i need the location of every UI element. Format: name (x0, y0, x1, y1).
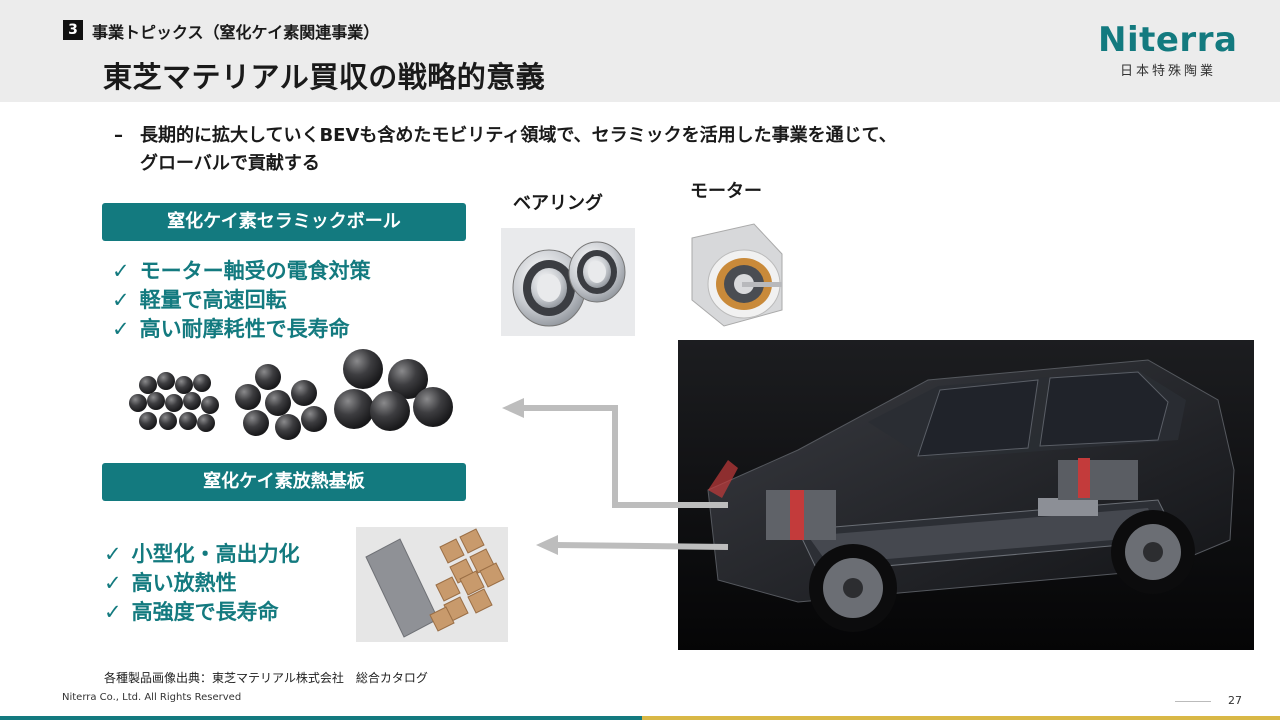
header-band: 3 事業トピックス（窒化ケイ素関連事業） 東芝マテリアル買収の戦略的意義 Nit… (0, 0, 1280, 102)
logo-word: Niterra (1098, 20, 1238, 60)
section-label: 事業トピックス（窒化ケイ素関連事業） (92, 23, 380, 42)
substrate-benefits: ✓小型化・高出力化 ✓高い放熱性 ✓高強度で長寿命 (104, 540, 300, 627)
dash-bullet: – (114, 125, 123, 146)
list-item: ✓高強度で長寿命 (104, 598, 300, 627)
footer-bar-gold (642, 716, 1280, 720)
substrate-image (356, 527, 508, 642)
check-icon: ✓ (104, 542, 122, 566)
page-number: 27 (1228, 694, 1242, 707)
list-item: ✓モーター軸受の電食対策 (112, 257, 371, 286)
footer-bar-teal (0, 716, 642, 720)
motor-image (684, 214, 790, 332)
intro-bullet: – 長期的に拡大していくBEVも含めたモビリティ領域で、セラミックを活用した事業… (114, 122, 1074, 178)
large-balls (334, 349, 453, 431)
logo-sub: 日本特殊陶業 (1120, 64, 1217, 79)
list-item: ✓小型化・高出力化 (104, 540, 300, 569)
small-balls (129, 372, 219, 432)
copper-tiles (429, 528, 505, 632)
check-icon: ✓ (112, 288, 130, 312)
arrow-head-substrate (536, 535, 558, 555)
check-icon: ✓ (112, 259, 130, 283)
arrow-head-balls (502, 398, 524, 418)
list-item: ✓高い耐摩耗性で長寿命 (112, 315, 371, 344)
bearing-image (501, 228, 635, 336)
motor-label: モーター (690, 181, 762, 202)
intro-line-2: グローバルで貢献する (140, 153, 320, 174)
image-source-note: 各種製品画像出典：東芝マテリアル株式会社 総合カタログ (104, 671, 428, 685)
ceramic-ball-heading: 窒化ケイ素セラミックボール (102, 203, 466, 241)
electric-vehicle-image (678, 340, 1254, 650)
list-item: ✓軽量で高速回転 (112, 286, 371, 315)
ceramic-ball-benefits: ✓モーター軸受の電食対策 ✓軽量で高速回転 ✓高い耐摩耗性で長寿命 (112, 257, 371, 344)
copyright: Niterra Co., Ltd. All Rights Reserved (62, 692, 242, 703)
substrate-heading: 窒化ケイ素放熱基板 (102, 463, 466, 501)
section-number: 3 (63, 20, 83, 40)
check-icon: ✓ (112, 317, 130, 341)
intro-line-1: 長期的に拡大していくBEVも含めたモビリティ領域で、セラミックを活用した事業を通… (140, 125, 897, 146)
page-title: 東芝マテリアル買収の戦略的意義 (103, 60, 546, 94)
check-icon: ✓ (104, 600, 122, 624)
check-icon: ✓ (104, 571, 122, 595)
page-number-rule (1175, 701, 1211, 702)
list-item: ✓高い放熱性 (104, 569, 300, 598)
niterra-logo: Niterra 日本特殊陶業 (1098, 22, 1248, 84)
bearing-label: ベアリング (513, 193, 603, 214)
medium-balls (235, 364, 327, 440)
ceramic-balls-image (118, 345, 463, 440)
